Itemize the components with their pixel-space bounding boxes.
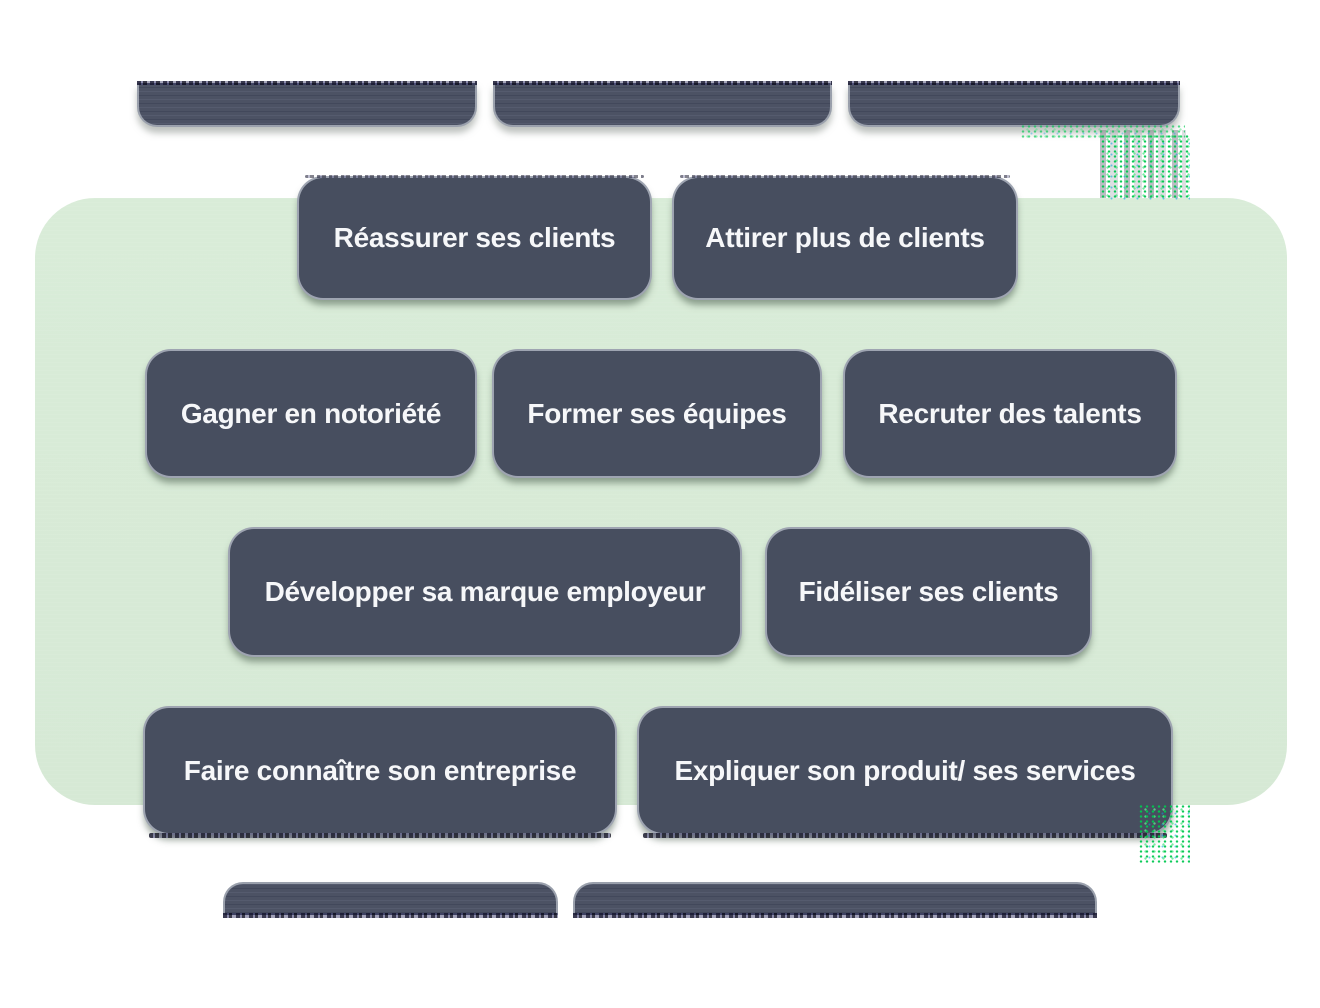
objective-card-gagner-notoriete[interactable]: Gagner en notoriété xyxy=(145,349,477,478)
objective-card-former-equipes[interactable]: Former ses équipes xyxy=(492,349,822,478)
objective-card-expliquer-produit[interactable]: Expliquer son produit/ ses services xyxy=(637,706,1173,838)
objectives-panel xyxy=(35,198,1287,805)
green-noise-artifact-bar xyxy=(1020,124,1185,138)
green-noise-artifact-bottom xyxy=(1138,804,1190,864)
objective-card-faire-connaitre[interactable]: Faire connaître son entreprise xyxy=(143,706,617,838)
green-noise-artifact-top xyxy=(1100,134,1190,200)
cut-card-bottom-1[interactable] xyxy=(223,882,558,918)
cut-card-top-1[interactable] xyxy=(137,81,477,127)
objective-card-marque-employeur[interactable]: Développer sa marque employeur xyxy=(228,527,742,657)
objective-card-recruter-talents[interactable]: Recruter des talents xyxy=(843,349,1177,478)
cut-card-bottom-2[interactable] xyxy=(573,882,1097,918)
objective-card-fideliser-clients[interactable]: Fidéliser ses clients xyxy=(765,527,1092,657)
objective-card-attirer-clients[interactable]: Attirer plus de clients xyxy=(672,175,1018,300)
cut-card-top-3[interactable] xyxy=(848,81,1180,127)
cut-card-top-2[interactable] xyxy=(493,81,832,127)
objective-card-reassurer-clients[interactable]: Réassurer ses clients xyxy=(297,175,652,300)
